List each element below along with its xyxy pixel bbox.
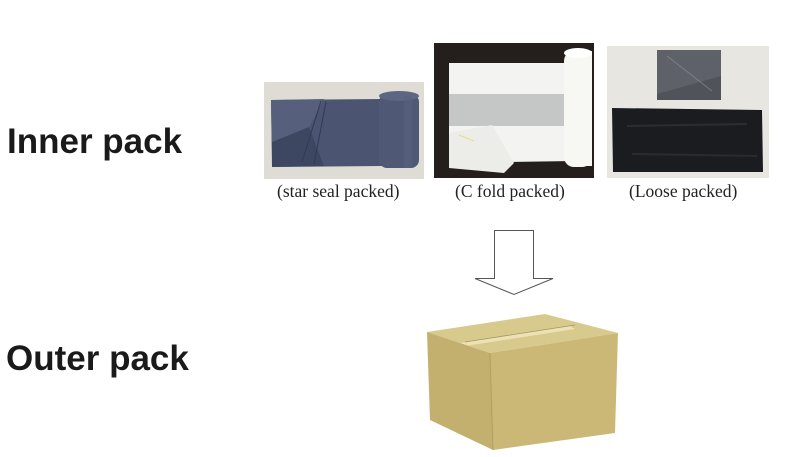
loose-packed-photo — [607, 46, 769, 178]
inner-pack-label: Inner pack — [7, 122, 183, 161]
c-fold-photo — [434, 43, 594, 178]
c-fold-caption: (C fold packed) — [455, 181, 565, 201]
down-arrow-icon — [470, 225, 560, 300]
outer-pack-label: Outer pack — [6, 339, 189, 378]
star-seal-caption: (star seal packed) — [277, 181, 400, 201]
loose-packed-caption: (Loose packed) — [629, 181, 738, 201]
cardboard-box-photo — [420, 305, 630, 457]
star-seal-photo — [264, 82, 424, 179]
